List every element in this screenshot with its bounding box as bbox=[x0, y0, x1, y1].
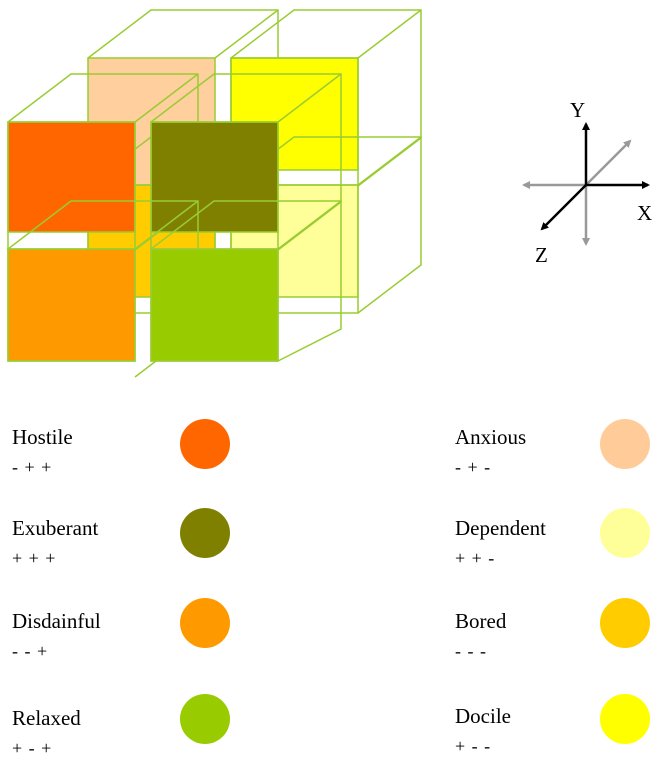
legend-code-disdainful: - - + bbox=[12, 641, 49, 661]
legend-code-hostile: - + + bbox=[12, 457, 53, 477]
legend-name-relaxed: Relaxed bbox=[12, 706, 81, 730]
legend-dot-docile bbox=[600, 694, 650, 744]
legend-code-docile: + - - bbox=[455, 736, 492, 756]
axis-z-arrow bbox=[540, 184, 587, 231]
legend-code-dependent: + + - bbox=[455, 548, 496, 568]
legend-name-docile: Docile bbox=[455, 704, 511, 728]
front-layer bbox=[7, 73, 342, 378]
axis-neg-z-arrow bbox=[585, 139, 632, 186]
legend-code-anxious: - + - bbox=[455, 457, 492, 477]
legend-name-hostile: Hostile bbox=[12, 425, 73, 449]
cube-exuberant bbox=[150, 73, 342, 251]
legend-code-bored: - - - bbox=[455, 641, 487, 661]
legend-dot-relaxed bbox=[180, 694, 230, 744]
legend-dot-dependent bbox=[600, 508, 650, 558]
legend-dot-exuberant bbox=[180, 508, 230, 558]
legend-dot-disdainful bbox=[180, 598, 230, 648]
legend-item-exuberant: Exuberant + + + bbox=[12, 508, 230, 586]
pad-cube-diagram: Y X Z bbox=[7, 9, 652, 378]
axis-z-label: Z bbox=[535, 243, 548, 267]
legend-code-exuberant: + + + bbox=[12, 548, 57, 568]
legend-item-hostile: Hostile - + + bbox=[12, 419, 230, 495]
legend-item-docile: Docile + - - bbox=[455, 694, 655, 774]
axis-y-label: Y bbox=[570, 98, 585, 122]
cube-relaxed-face bbox=[150, 248, 279, 362]
cube-disdainful-face bbox=[7, 248, 136, 362]
cube-exuberant-face bbox=[150, 121, 279, 233]
legend-item-disdainful: Disdainful - - + bbox=[12, 598, 230, 679]
cube-hostile-face bbox=[7, 121, 136, 233]
legend-name-disdainful: Disdainful bbox=[12, 609, 101, 633]
legend-name-bored: Bored bbox=[455, 609, 507, 633]
legend-item-relaxed: Relaxed + - + bbox=[12, 694, 230, 776]
legend-name-anxious: Anxious bbox=[455, 425, 527, 449]
cube-disdainful bbox=[7, 200, 199, 378]
legend-name-exuberant: Exuberant bbox=[12, 516, 99, 540]
legend-item-anxious: Anxious - + - bbox=[455, 419, 655, 495]
legend-name-dependent: Dependent bbox=[455, 516, 546, 540]
axis-x-label: X bbox=[637, 201, 652, 225]
legend-code-relaxed: + - + bbox=[12, 738, 53, 758]
legend-item-dependent: Dependent + + - bbox=[455, 508, 655, 586]
legend-dot-hostile bbox=[180, 419, 230, 469]
axis-indicator: Y X Z bbox=[522, 98, 652, 267]
cube-relaxed bbox=[150, 200, 342, 362]
legend-item-bored: Bored - - - bbox=[455, 598, 655, 679]
legend-dot-bored bbox=[600, 598, 650, 648]
legend-dot-anxious bbox=[600, 419, 650, 469]
